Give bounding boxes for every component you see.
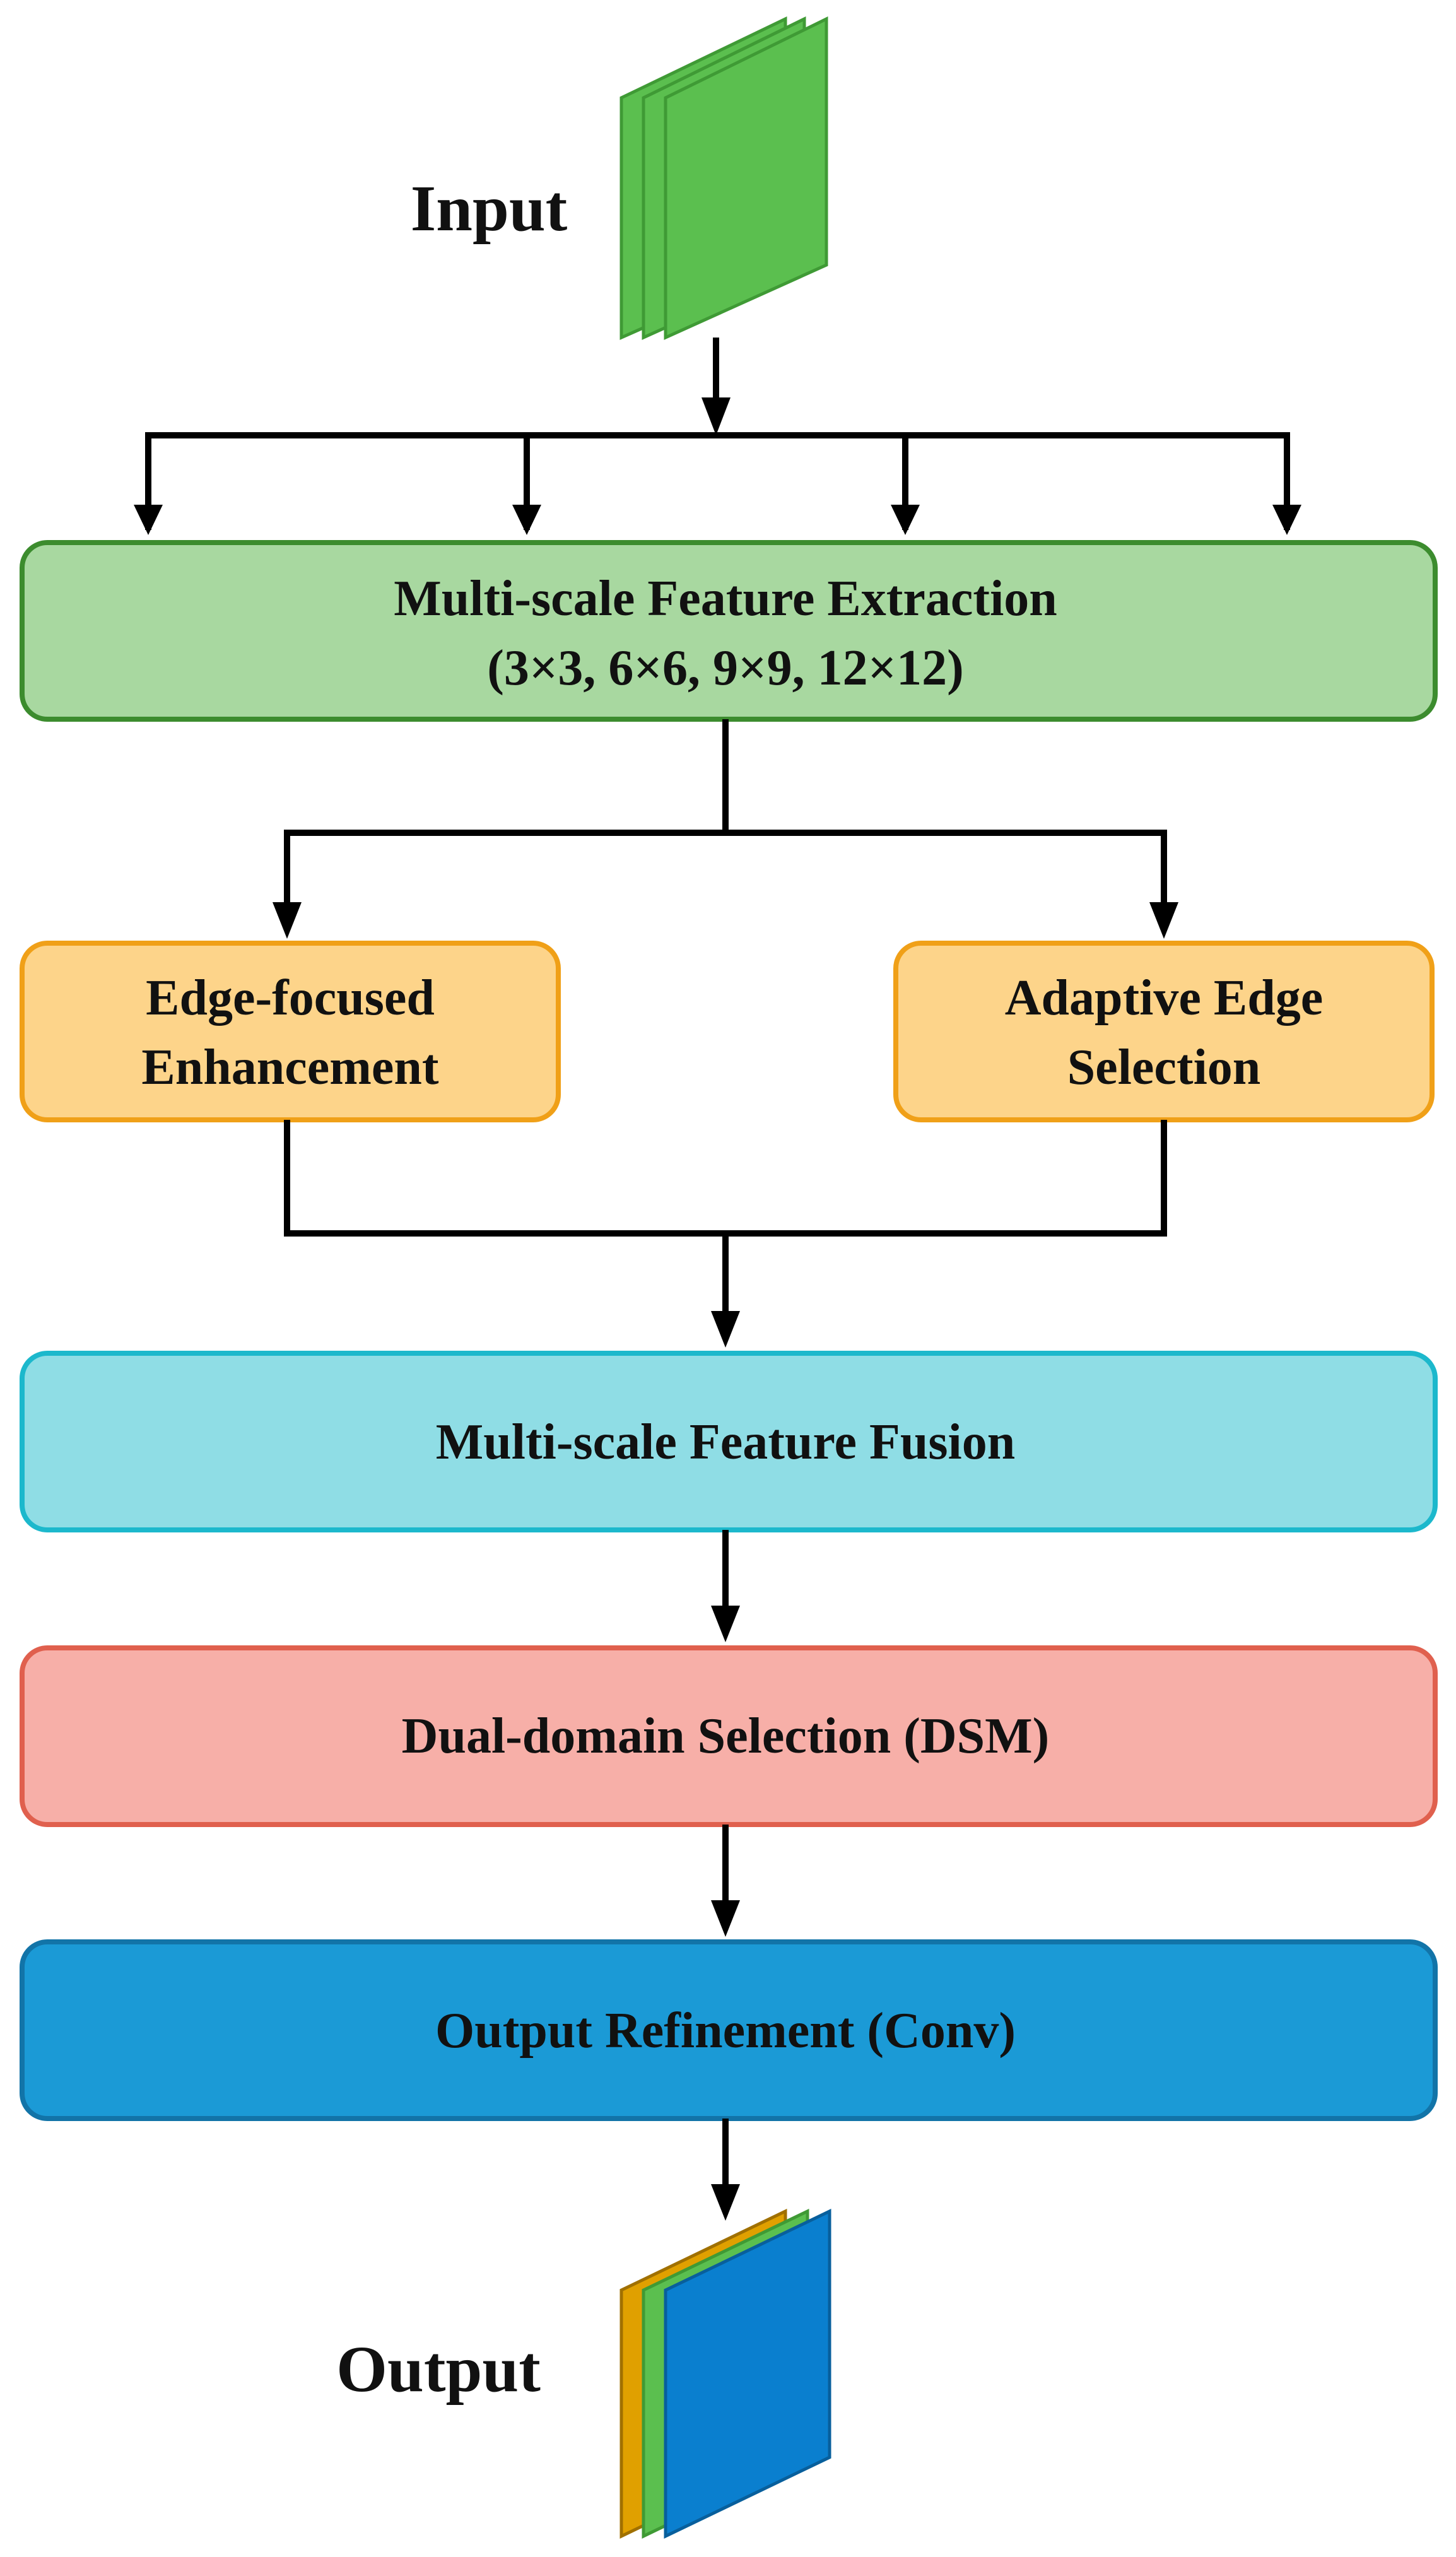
arrowhead-icon — [1149, 902, 1178, 939]
arrowhead-icon — [702, 397, 731, 435]
input-label: Input — [411, 172, 568, 245]
edge-selection-line1: Adaptive Edge — [1005, 970, 1324, 1026]
input-split-arrowheads — [134, 397, 1301, 535]
merge-connector — [284, 1120, 1167, 1348]
edge-selection-line2: Selection — [1067, 1040, 1261, 1095]
arrowhead-icon — [1272, 505, 1301, 535]
arrowhead-icon — [711, 1311, 740, 1348]
arrowhead-icon — [711, 1606, 740, 1642]
arrowhead-icon — [273, 902, 302, 939]
input-split-connector — [145, 338, 1290, 530]
fusion-label: Multi-scale Feature Fusion — [436, 1414, 1015, 1470]
output-label: Output — [336, 2333, 541, 2406]
fusion-to-dsm-connector — [711, 1530, 740, 1642]
input-sheet-front — [664, 16, 828, 340]
extraction-scales: (3×3, 6×6, 9×9, 12×12) — [487, 640, 964, 696]
output-feature-stack-icon — [619, 2209, 831, 2539]
arrowhead-icon — [711, 2184, 740, 2221]
output-sheet-front — [664, 2209, 831, 2539]
arrowhead-icon — [134, 505, 163, 535]
refinement-label: Output Refinement (Conv) — [435, 2003, 1016, 2059]
arrowhead-icon — [891, 505, 920, 535]
refinement-to-output-connector — [711, 2119, 740, 2221]
input-feature-stack-icon — [619, 16, 828, 340]
dsm-label: Dual-domain Selection (DSM) — [402, 1708, 1050, 1764]
arrowhead-icon — [711, 1900, 740, 1937]
edge-enhancement-line1: Edge-focused — [146, 970, 435, 1026]
extraction-branch-connector — [273, 719, 1178, 939]
extraction-title: Multi-scale Feature Extraction — [394, 571, 1057, 626]
dsm-to-refinement-connector — [711, 1825, 740, 1937]
edge-enhancement-line2: Enhancement — [141, 1040, 438, 1095]
arrowhead-icon — [512, 505, 541, 535]
